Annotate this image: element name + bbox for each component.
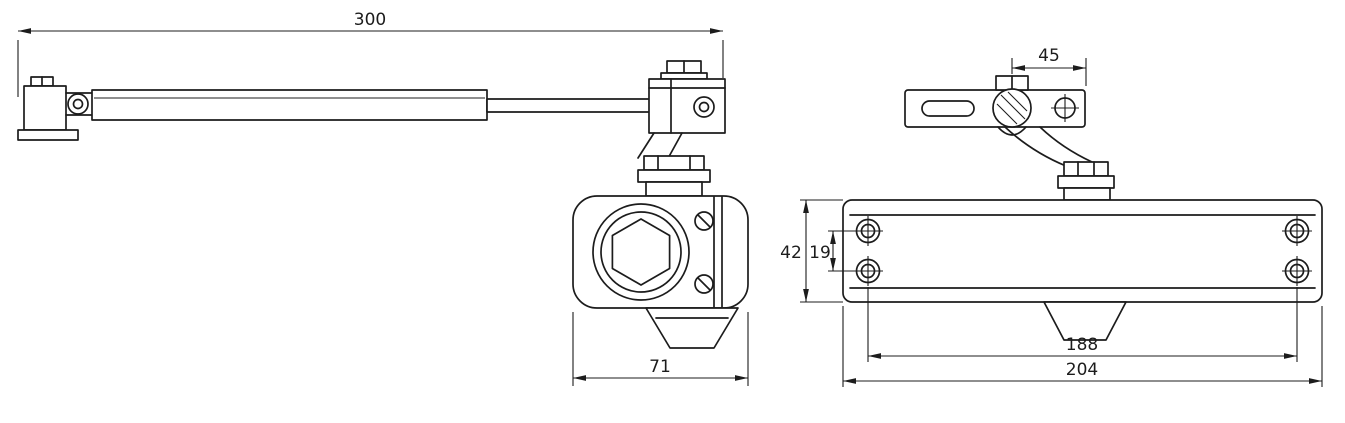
- arm-shoe: [23, 85, 67, 131]
- side-view: 300: [17, 10, 749, 386]
- dim-label-71: 71: [649, 357, 671, 377]
- mount-hole-top-right: [1282, 216, 1312, 246]
- mount-hole-bottom-left: [853, 256, 883, 286]
- dimension-hole-spacing: 188: [867, 287, 1298, 362]
- valve-cover-front: [1043, 301, 1127, 341]
- closer-body-side: [572, 195, 749, 349]
- bracket-screw: [992, 88, 1032, 128]
- dimension-closer-depth: 71: [572, 312, 749, 386]
- mount-hole-top-left: [853, 216, 883, 246]
- front-view: 45: [780, 46, 1323, 387]
- dim-label-42: 42: [780, 243, 802, 263]
- mounting-bracket: [904, 75, 1115, 201]
- valve-cover-side: [645, 307, 739, 349]
- elbow-pivot: [693, 96, 715, 118]
- shoe-pivot: [67, 93, 89, 115]
- dimension-arm-length: 300: [17, 10, 724, 97]
- dim-label-19: 19: [809, 243, 831, 263]
- pinion-nut: [643, 155, 705, 171]
- closer-body-front: [842, 199, 1323, 341]
- mount-hole-bottom-right: [1282, 256, 1312, 286]
- shoe-foot: [17, 129, 79, 141]
- dim-label-204: 204: [1066, 360, 1098, 380]
- dim-label-300: 300: [354, 10, 386, 30]
- dimension-hole-offset: 19: [809, 230, 853, 272]
- arm-rod: [486, 98, 652, 113]
- dimension-body-length: 204: [842, 306, 1323, 387]
- link-arm: [637, 132, 655, 159]
- arm-assembly-side: [17, 60, 726, 197]
- dim-label-188: 188: [1066, 335, 1098, 355]
- dimension-bracket-span: 45: [1011, 46, 1087, 86]
- bracket-slot: [921, 100, 975, 117]
- spindle-hex: [611, 218, 671, 286]
- arm-tube: [91, 89, 488, 121]
- dim-label-45: 45: [1038, 46, 1060, 66]
- front-pinion-nut: [1063, 161, 1109, 177]
- dimension-body-height: 42: [780, 199, 843, 303]
- front-arm: [1004, 126, 1067, 167]
